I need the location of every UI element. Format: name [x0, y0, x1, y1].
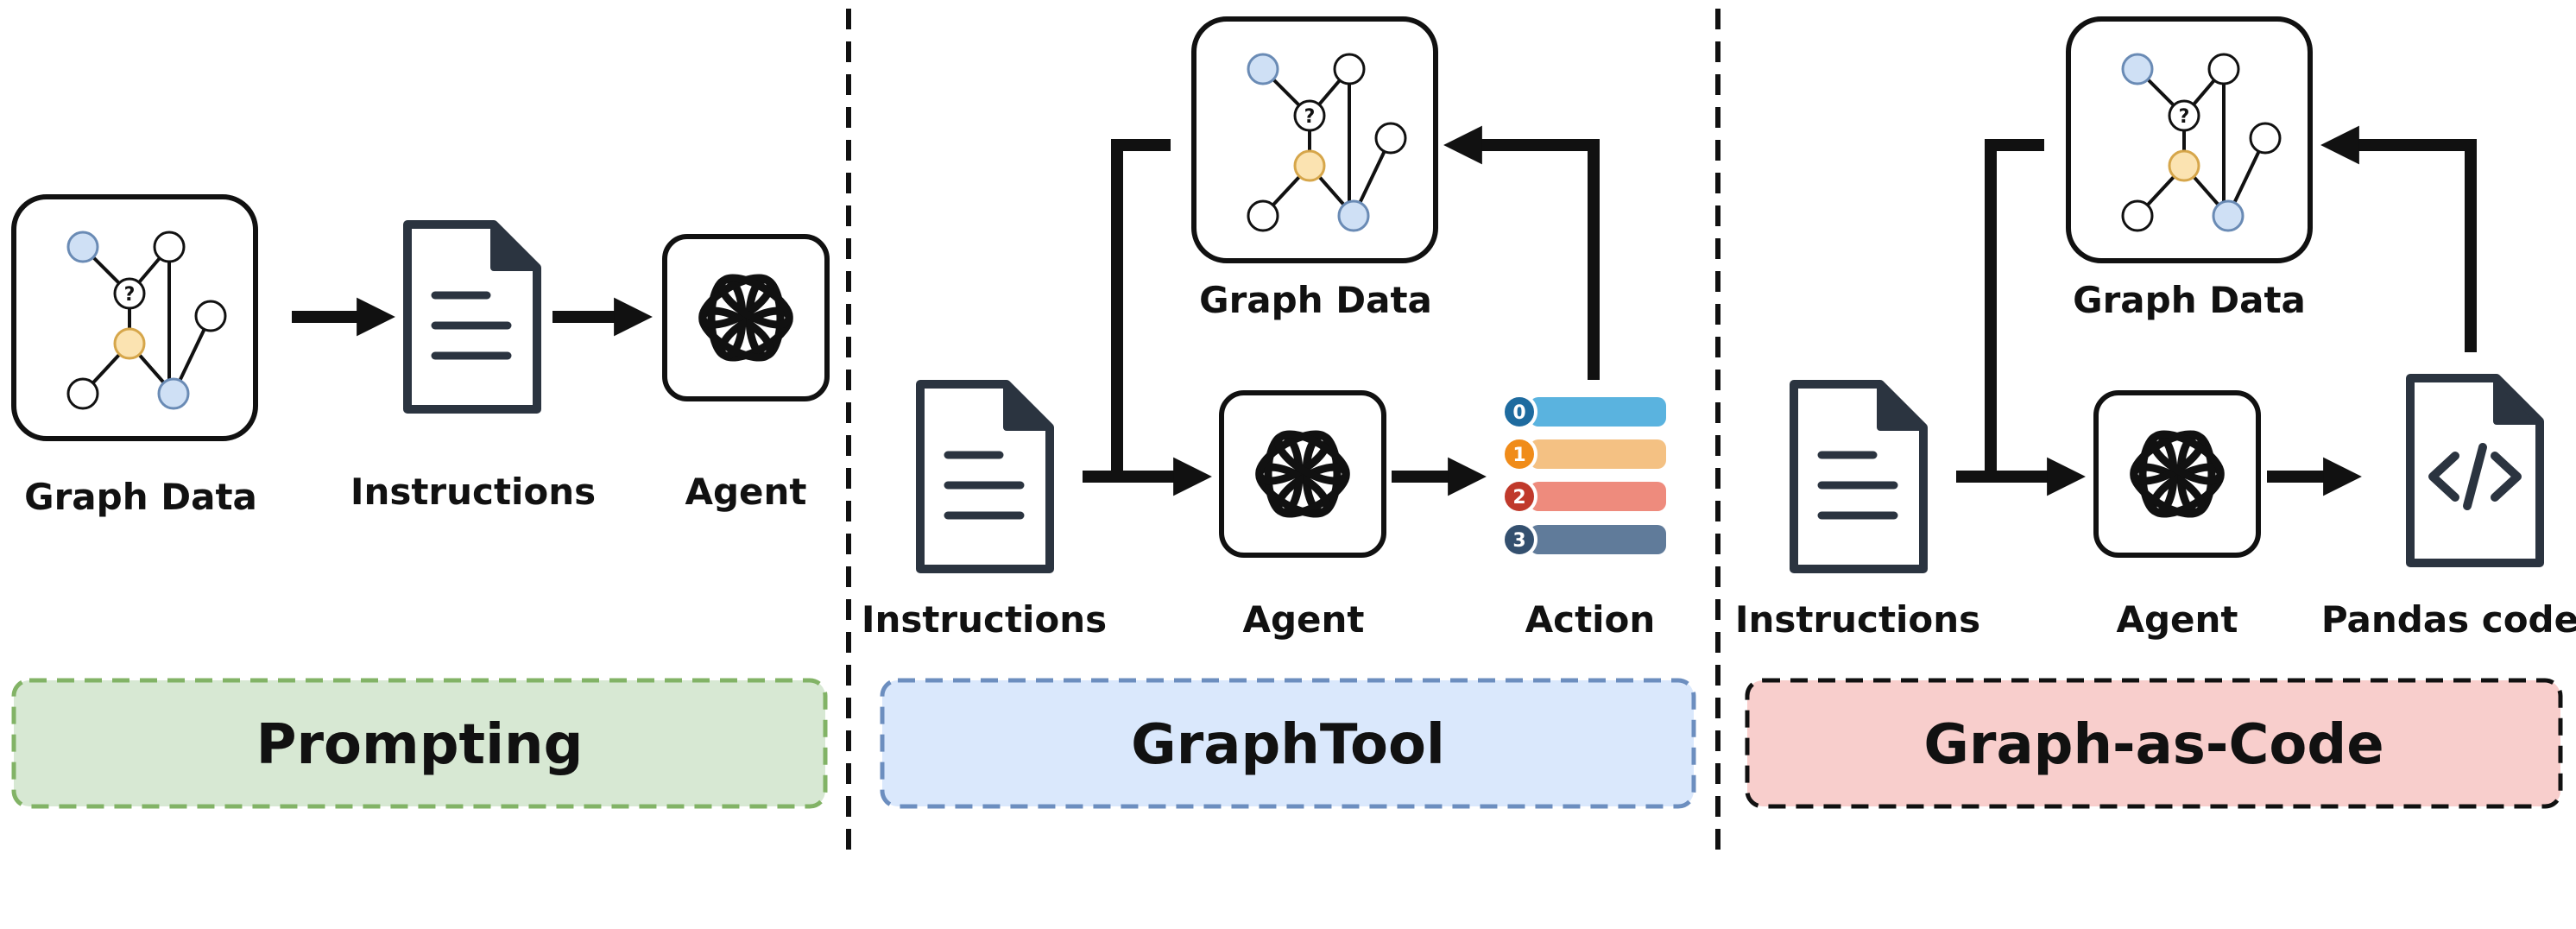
action-item-0: 0: [1512, 402, 1525, 424]
action-list-icon: 0 1 2 3: [1501, 394, 1666, 558]
panel-prompting: Graph Data Instructions Agent Prompting: [11, 197, 828, 809]
code-file-icon: [2410, 378, 2540, 563]
graph-data-label: Graph Data: [24, 476, 257, 518]
openai-logo-icon: [665, 237, 827, 399]
action-label: Action: [1525, 598, 1656, 641]
graph-network-icon: [1194, 19, 1436, 261]
document-icon: [1794, 384, 1923, 569]
arrow-action-to-graph: [1443, 125, 1600, 380]
action-item-2: 2: [1512, 487, 1525, 509]
document-icon: [920, 384, 1050, 569]
graph-data-label: Graph Data: [1199, 279, 1432, 321]
panel-graphtool: Graph Data Instructions Agent 0 1 2 3 Ac…: [862, 19, 1696, 809]
graph-to-agent-branch: [1985, 139, 2044, 477]
instructions-label: Instructions: [1735, 598, 1980, 641]
pandas-code-label: Pandas code: [2321, 598, 2576, 641]
action-item-3: 3: [1512, 530, 1525, 552]
graph-data-label: Graph Data: [2073, 279, 2306, 321]
graphtool-title: GraphTool: [1131, 713, 1445, 777]
action-item-1: 1: [1512, 445, 1525, 466]
openai-logo-icon: [2096, 393, 2258, 555]
openai-logo-icon: [1222, 393, 1384, 555]
agent-label: Agent: [1242, 598, 1364, 641]
panel-graph-as-code: Graph Data Instructions Agent Pandas cod…: [1735, 19, 2576, 809]
arrow-code-to-graph: [2320, 125, 2477, 352]
instructions-label: Instructions: [350, 471, 596, 513]
prompting-title: Prompting: [256, 713, 584, 777]
document-icon: [407, 224, 537, 409]
agent-label: Agent: [685, 471, 806, 513]
instructions-label: Instructions: [862, 598, 1107, 641]
graph-network-icon: [2068, 19, 2310, 261]
title-box-prompting: [11, 678, 828, 809]
graph-to-agent-branch: [1111, 139, 1171, 477]
agent-label: Agent: [2116, 598, 2238, 641]
title-box-graphtool: [880, 678, 1696, 809]
graph-network-icon: [14, 197, 256, 439]
graph-as-code-title: Graph-as-Code: [1923, 713, 2383, 777]
title-box-graph-as-code: [1745, 678, 2563, 809]
